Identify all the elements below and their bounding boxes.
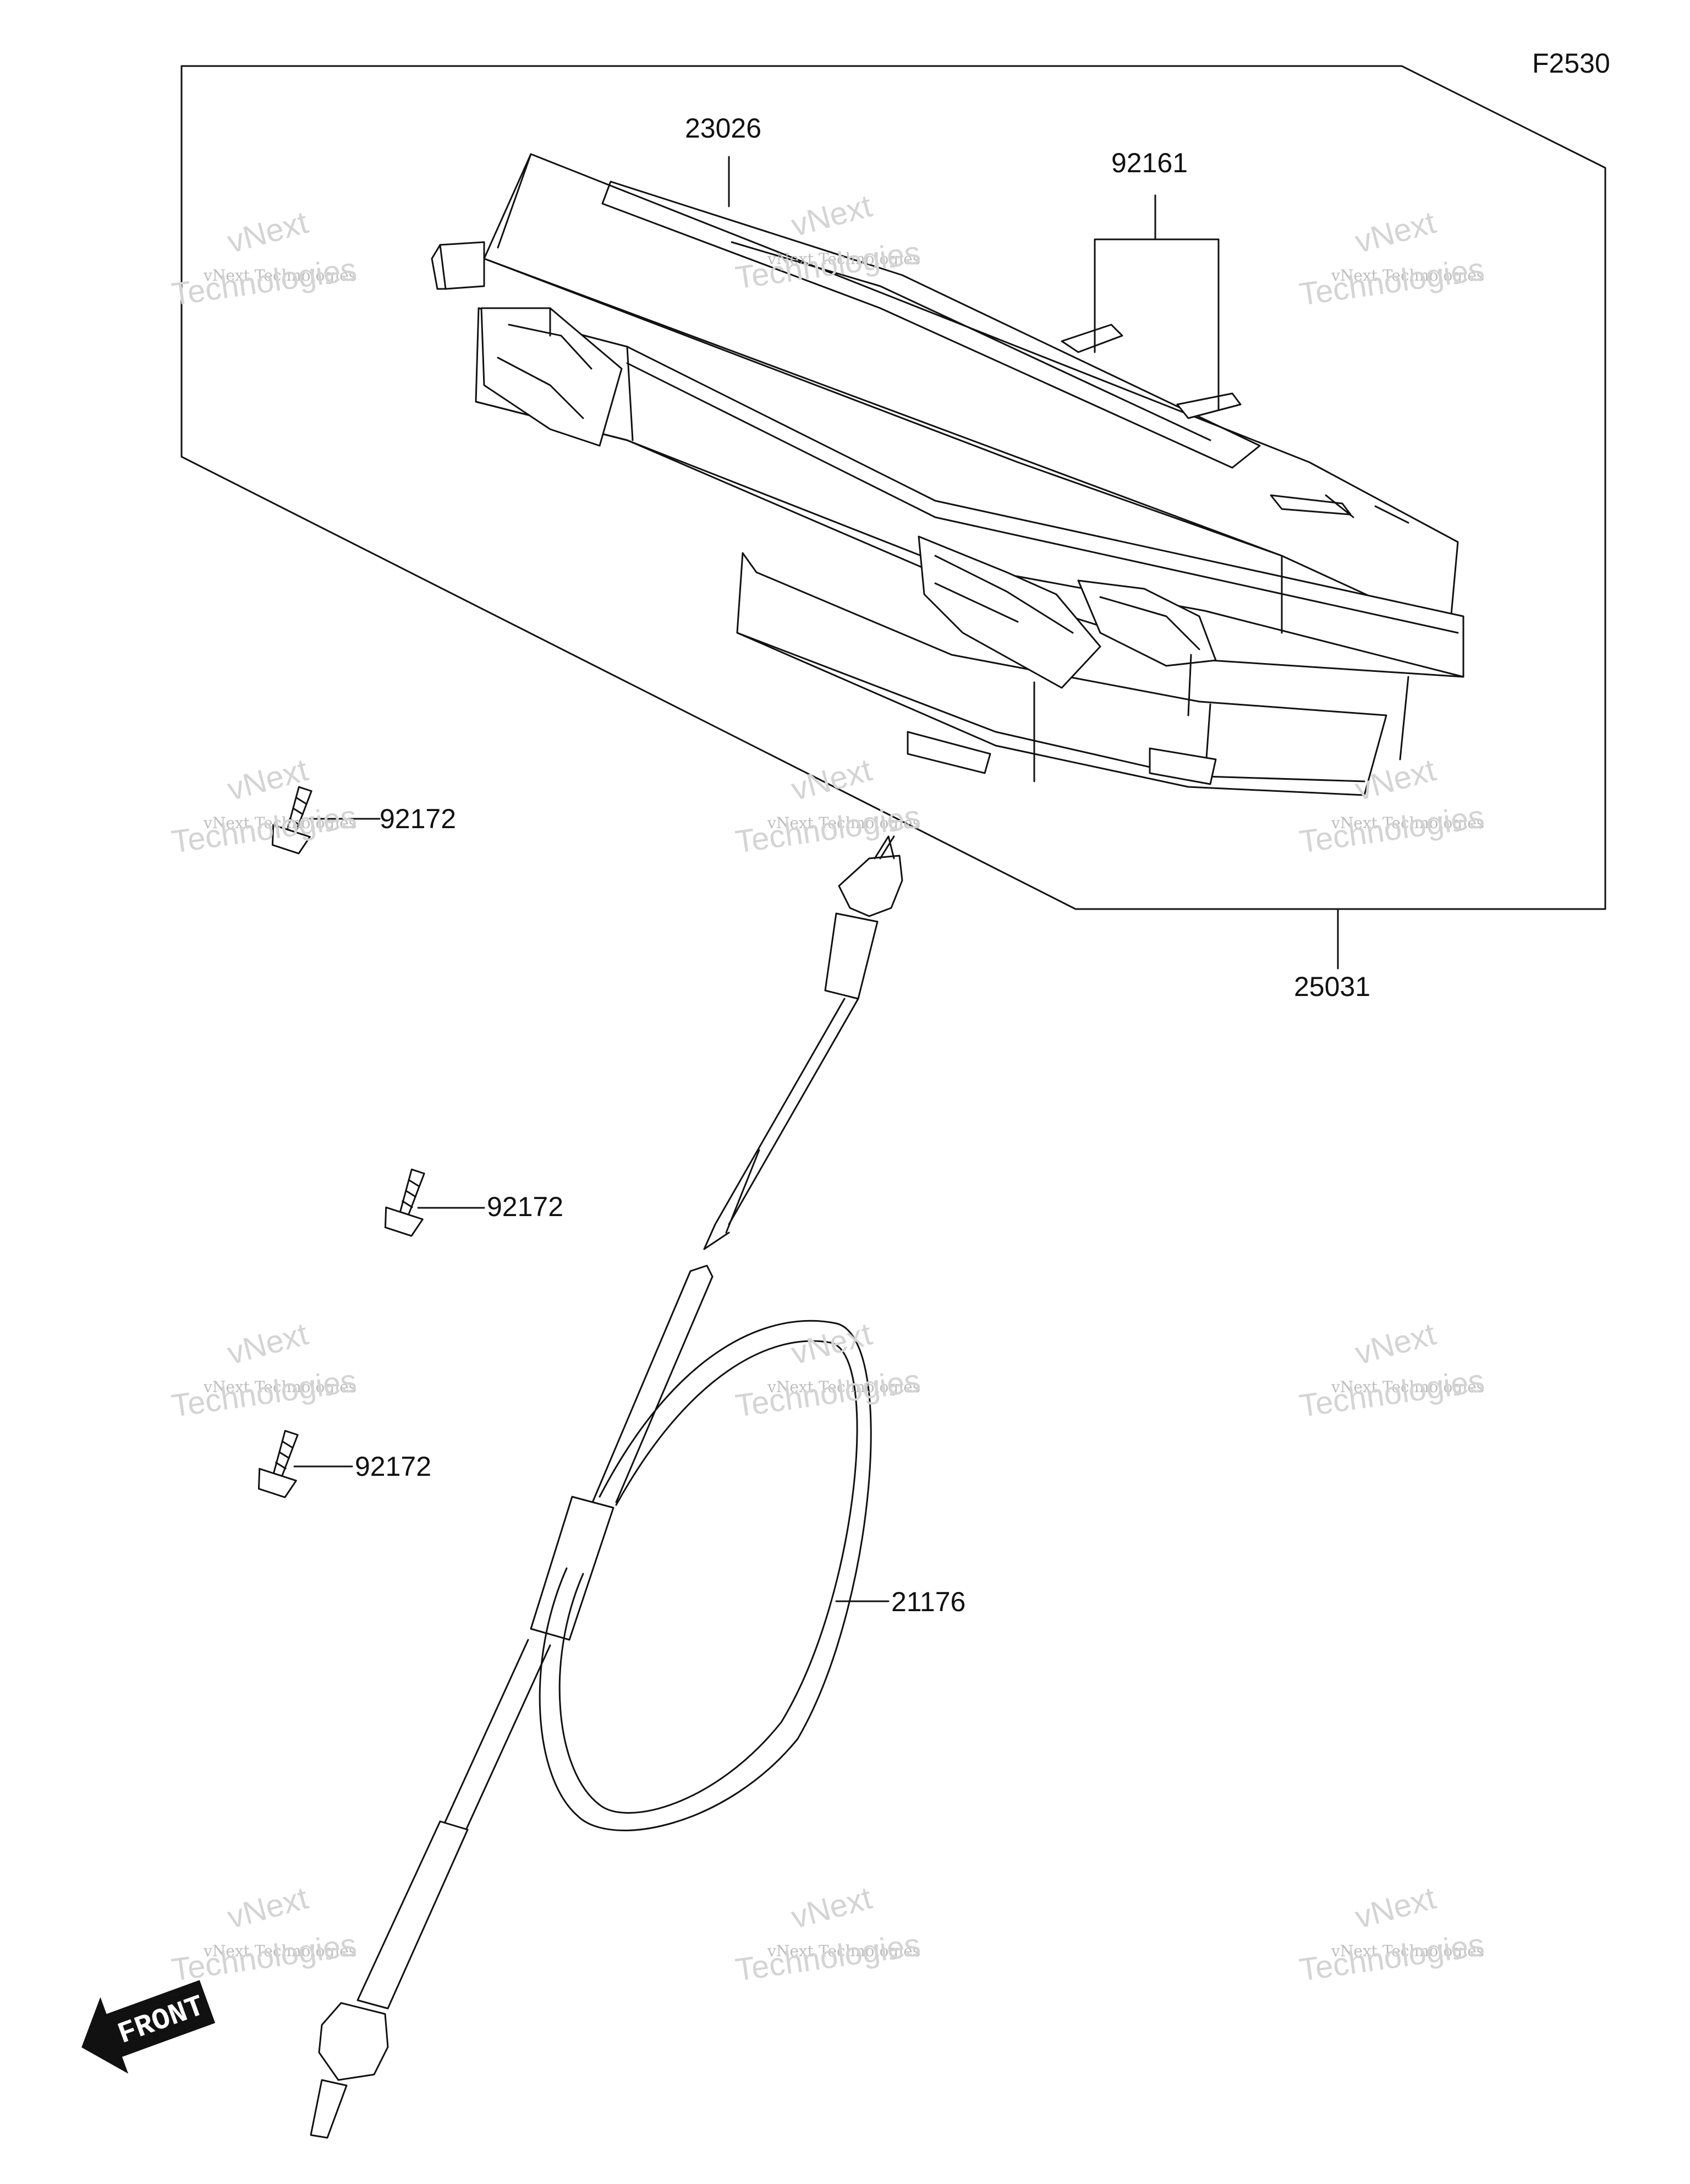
svg-text:vNext Technologies: vNext Technologies — [1331, 266, 1484, 284]
callout-screw-2: 92172 — [487, 1191, 563, 1222]
callout-meter-screw: 92161 — [1111, 147, 1188, 178]
screw-drawing-2 — [384, 1168, 425, 1237]
speedometer-cable-drawing — [310, 835, 903, 2139]
watermark: vNext vNext Technologies Technologies — [733, 188, 923, 295]
svg-text:vNext: vNext — [1352, 1880, 1440, 1935]
watermark: vNext vNext Technologies Technologies — [1297, 1880, 1486, 1988]
svg-text:Technologies: Technologies — [169, 1926, 359, 1988]
svg-text:Technologies: Technologies — [733, 1926, 923, 1988]
watermark: vNext vNext Technologies Technologies — [733, 1880, 923, 1988]
figure-code: F2530 — [1532, 48, 1610, 79]
svg-text:Technologies: Technologies — [169, 251, 359, 312]
screw-drawing-1 — [271, 786, 312, 855]
svg-text:vNext: vNext — [788, 752, 876, 807]
callout-speedometer-cable: 21176 — [891, 1586, 965, 1617]
svg-text:vNext Technologies: vNext Technologies — [767, 1942, 920, 1960]
svg-text:vNext: vNext — [1352, 204, 1440, 260]
svg-text:vNext: vNext — [224, 204, 312, 260]
svg-text:vNext Technologies: vNext Technologies — [203, 1942, 356, 1960]
watermark: vNext vNext Technologies Technologies — [169, 1880, 359, 1988]
watermark: vNext vNext Technologies Technologies — [169, 1316, 359, 1424]
watermark: vNext vNext Technologies Technologies — [169, 204, 359, 312]
svg-text:Technologies: Technologies — [1297, 798, 1486, 860]
svg-text:Technologies: Technologies — [1297, 1362, 1486, 1424]
svg-text:vNext: vNext — [788, 188, 876, 243]
svg-text:Technologies: Technologies — [1297, 1926, 1486, 1988]
svg-text:vNext Technologies: vNext Technologies — [1331, 814, 1484, 832]
svg-text:Technologies: Technologies — [169, 798, 359, 860]
watermark: vNext vNext Technologies Technologies — [1297, 1316, 1486, 1424]
svg-text:vNext Technologies: vNext Technologies — [767, 814, 920, 832]
callout-screw-3: 92172 — [355, 1451, 431, 1482]
svg-text:vNext Technologies: vNext Technologies — [1331, 1378, 1484, 1396]
svg-text:vNext Technologies: vNext Technologies — [1331, 1942, 1484, 1960]
svg-text:Technologies: Technologies — [169, 1362, 359, 1424]
svg-text:vNext Technologies: vNext Technologies — [767, 1378, 920, 1396]
svg-text:vNext Technologies: vNext Technologies — [203, 814, 356, 832]
svg-text:vNext: vNext — [224, 1316, 312, 1371]
svg-text:vNext: vNext — [224, 1880, 312, 1935]
svg-text:Technologies: Technologies — [733, 798, 923, 860]
leader-lines — [293, 156, 1339, 1602]
svg-text:Technologies: Technologies — [733, 1362, 923, 1424]
callout-screw-1: 92172 — [380, 803, 456, 834]
watermark: vNext vNext Technologies Technologies — [1297, 204, 1486, 312]
watermark: vNext vNext Technologies Technologies — [733, 1316, 923, 1424]
svg-text:vNext: vNext — [788, 1880, 876, 1935]
callout-meter-case: 23026 — [685, 113, 761, 144]
svg-text:vNext Technologies: vNext Technologies — [203, 266, 356, 284]
svg-text:vNext: vNext — [788, 1316, 876, 1371]
svg-text:vNext Technologies: vNext Technologies — [767, 250, 920, 268]
svg-text:vNext: vNext — [1352, 1316, 1440, 1371]
svg-text:Technologies: Technologies — [1297, 251, 1486, 312]
callout-meter-assy: 25031 — [1294, 971, 1370, 1002]
svg-text:vNext Technologies: vNext Technologies — [203, 1378, 356, 1396]
assembly-boundary — [180, 65, 1606, 910]
watermark: vNext vNext Technologies Technologies — [733, 752, 923, 860]
screw-drawing-3 — [257, 1430, 299, 1498]
meter-assembly-drawing — [431, 153, 1464, 796]
watermark: vNext vNext Technologies Technologies — [169, 752, 359, 860]
